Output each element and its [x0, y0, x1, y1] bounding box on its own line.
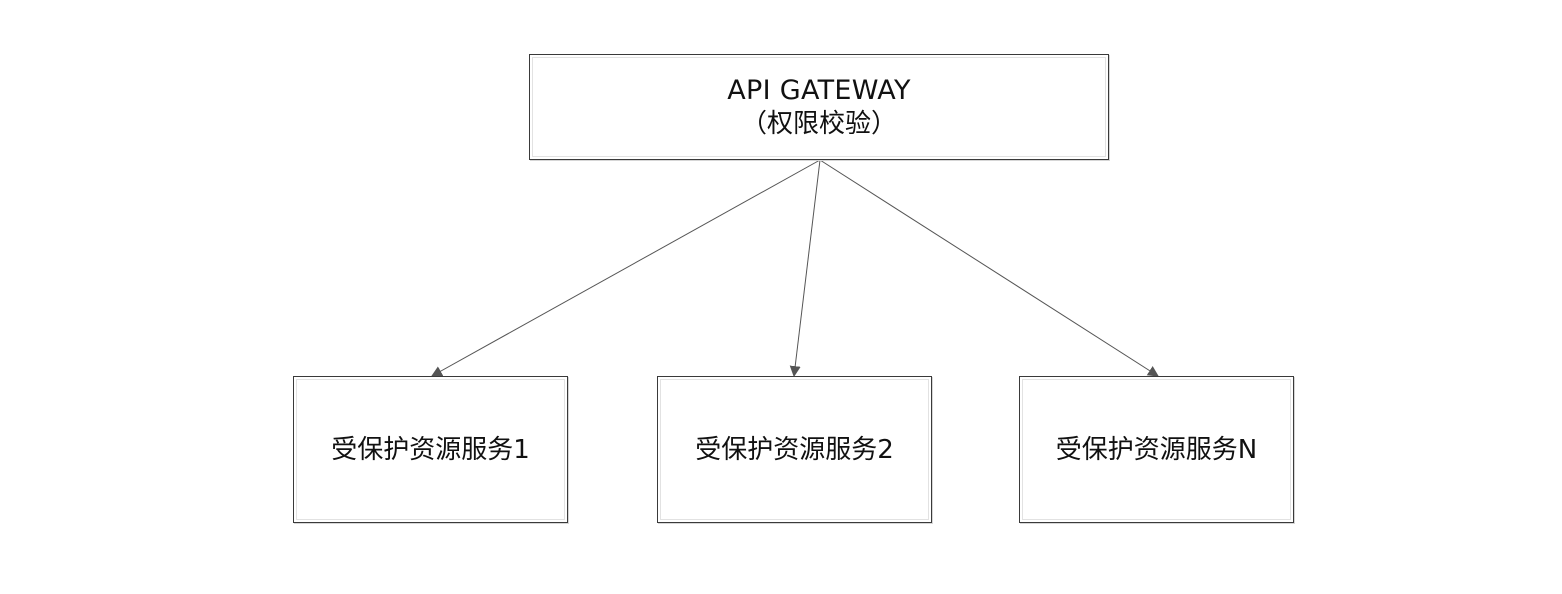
- arrow-to-service-n: [819, 159, 1159, 377]
- api-gateway-node: API GATEWAY （权限校验）: [529, 54, 1109, 160]
- service-node-n: 受保护资源服务N: [1019, 376, 1294, 523]
- arrow-to-service-2: [789, 159, 821, 378]
- service-label-n: 受保护资源服务N: [1055, 434, 1258, 465]
- service-node-2: 受保护资源服务2: [657, 376, 932, 523]
- api-gateway-title: API GATEWAY: [727, 75, 911, 106]
- arrow-to-service-1: [431, 159, 821, 377]
- service-label-1: 受保护资源服务1: [331, 434, 530, 465]
- service-label-2: 受保护资源服务2: [695, 434, 894, 465]
- api-gateway-subtitle: （权限校验）: [740, 109, 897, 139]
- service-node-1: 受保护资源服务1: [293, 376, 568, 523]
